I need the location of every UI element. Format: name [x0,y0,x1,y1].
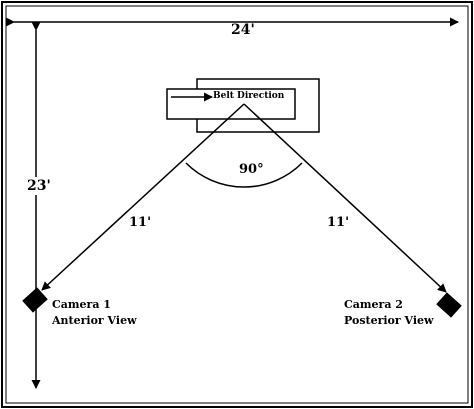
camera1-name: Camera 1 [52,298,111,311]
camera1-icon [22,287,48,313]
angle-label: 90° [239,162,264,177]
camera1-view: Anterior View [52,314,137,327]
treadmill-front-box [166,88,296,120]
camera2-name: Camera 2 [344,298,403,311]
belt-direction-label: Belt Direction [213,91,285,101]
distance-left-label: 11' [129,215,152,230]
height-label: 23' [26,177,52,195]
distance-right-label: 11' [327,215,350,230]
camera2-icon [436,292,462,318]
width-label: 24' [229,22,257,38]
room-inner-border [5,5,469,404]
angle-arc [185,162,303,188]
camera2-sight-line [243,103,447,293]
camera2-view: Posterior View [344,314,434,327]
camera1-sight-line [41,103,245,291]
